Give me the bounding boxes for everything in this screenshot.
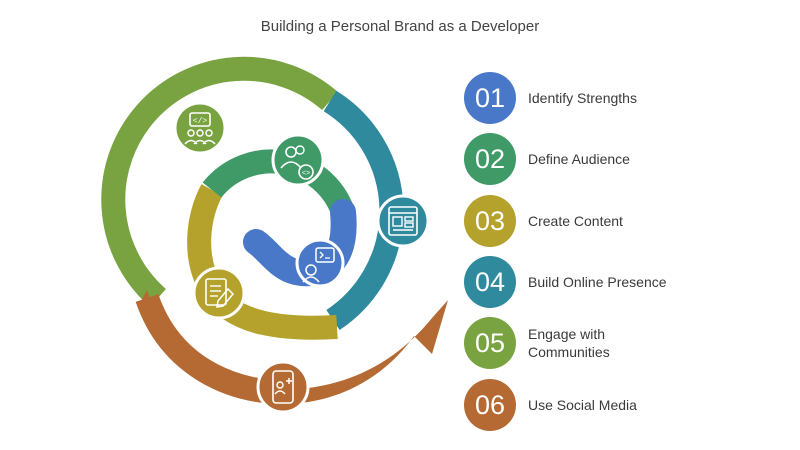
step-label: Identify Strengths	[528, 90, 637, 106]
svg-text:</>: </>	[193, 117, 208, 126]
audience-code-icon: <>	[271, 133, 325, 187]
step-label: Build Online Presence	[528, 274, 667, 290]
spiral-segment-engage	[101, 56, 338, 308]
svg-text:<>: <>	[302, 170, 310, 178]
step-number: 02	[464, 133, 516, 185]
website-icon	[376, 194, 430, 248]
write-document-icon	[192, 266, 246, 320]
step-number: 06	[464, 379, 516, 431]
step-label: Create Content	[528, 213, 623, 229]
step-number: 03	[464, 195, 516, 247]
step-label: Define Audience	[528, 151, 630, 167]
step-number: 04	[464, 256, 516, 308]
idea-code-icon	[295, 238, 345, 288]
step-label: Use Social Media	[528, 397, 637, 413]
step-label: Engage with Communities	[528, 326, 610, 360]
code-review-team-icon: </>	[173, 101, 227, 155]
step-number: 05	[464, 317, 516, 369]
step-number: 01	[464, 72, 516, 124]
mobile-social-icon	[256, 360, 310, 414]
diagram-title: Building a Personal Brand as a Developer	[260, 18, 540, 35]
